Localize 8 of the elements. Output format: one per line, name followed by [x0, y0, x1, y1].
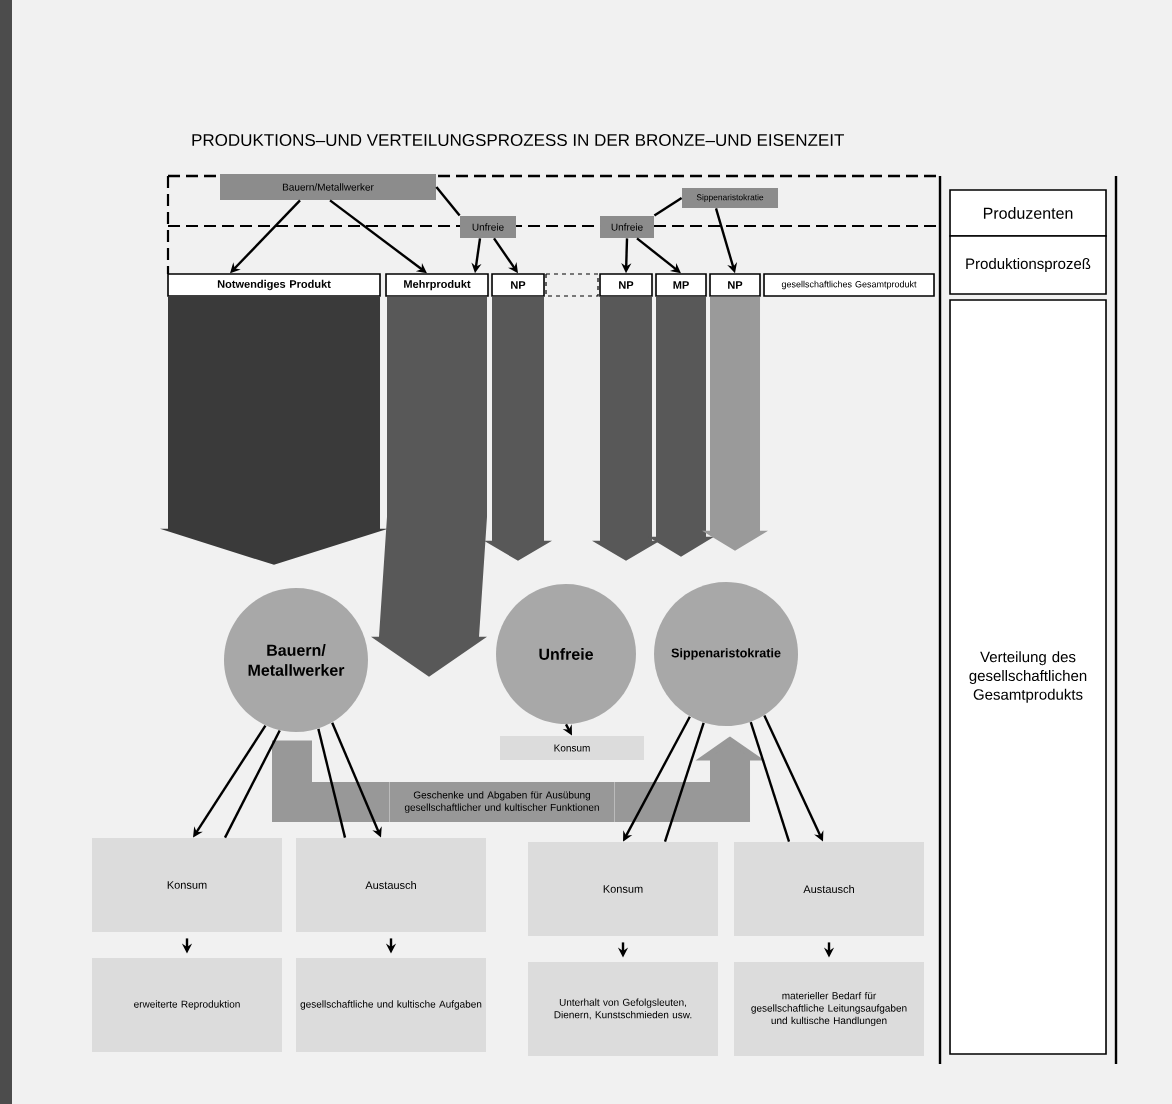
row-label-box: Produzenten	[949, 189, 1107, 237]
block-arrow	[592, 296, 660, 561]
block-arrow	[648, 296, 714, 557]
block-arrow	[160, 296, 388, 565]
block-arrow	[702, 296, 768, 551]
title: PRODUKTIONS–UND VERTEILUNGSPROZESS IN DER BRONZE–UND EISENZEIT	[192, 134, 844, 146]
block-arrow	[484, 296, 552, 561]
block-arrow	[371, 296, 487, 677]
